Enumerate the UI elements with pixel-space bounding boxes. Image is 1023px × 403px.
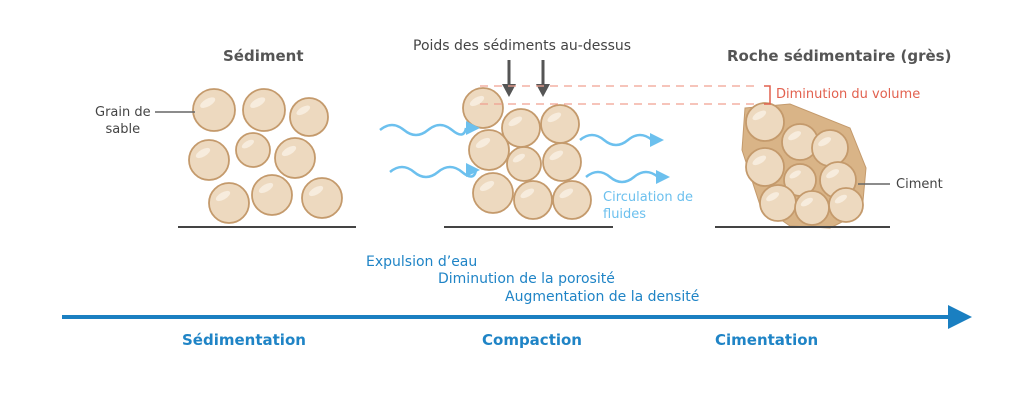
grain-highlight [296, 105, 311, 116]
stage-compaction: Compaction [482, 331, 582, 349]
sand-grain [468, 129, 510, 171]
sand-grain [289, 97, 329, 137]
grain-highlight [469, 95, 485, 107]
sand-grain [251, 174, 293, 216]
sand-grain [745, 102, 785, 142]
grain-highlight [826, 169, 840, 179]
title-weight: Poids des sédiments au-dessus [413, 38, 632, 54]
sand-grain [542, 142, 582, 182]
sand-grain [235, 132, 271, 168]
grain-highlight [241, 139, 254, 149]
grain-highlight [752, 110, 767, 121]
grain-highlight [215, 190, 231, 202]
grain-highlight [508, 116, 523, 127]
effect-1: Expulsion d’eau [366, 254, 478, 270]
title-rock: Roche sédimentaire (grès) [727, 47, 952, 65]
sand-grain [301, 177, 343, 219]
down-arrow-icon [502, 60, 550, 97]
sand-grain [188, 139, 230, 181]
grain-highlight [281, 145, 297, 157]
sand-grain [506, 146, 542, 182]
grain-highlight [250, 97, 266, 108]
grain-highlight [789, 170, 801, 179]
sand-grain [513, 180, 553, 220]
grain-highlight [520, 188, 535, 199]
grain-highlight [547, 112, 562, 123]
volume-bracket-icon [764, 85, 771, 105]
cement-label: Ciment [896, 177, 943, 192]
grain-highlight [195, 147, 211, 159]
sand-grain [472, 172, 514, 214]
arrow-head-icon [948, 305, 972, 329]
sand-grain [192, 88, 236, 132]
sand-grain [462, 87, 504, 129]
grain-highlight [834, 194, 847, 204]
grain-highlight [559, 188, 574, 199]
grain-highlight [475, 137, 491, 149]
sand-grain [745, 147, 785, 187]
grain-highlight [200, 97, 216, 108]
sand-grain [208, 182, 250, 224]
grain-label: Grain de sable [95, 105, 151, 137]
title-sediment: Sédiment [223, 47, 304, 65]
grain-highlight [308, 185, 324, 197]
grain-highlight [766, 192, 780, 202]
grain-highlight [818, 137, 832, 147]
stage-cementation: Cimentation [715, 331, 819, 349]
sand-grain [794, 190, 830, 226]
sand-grain [552, 180, 592, 220]
grain-highlight [788, 131, 802, 141]
effect-2: Diminution de la porosité [438, 271, 615, 287]
grain-highlight [479, 180, 495, 192]
volume-label: Diminution du volume [776, 87, 921, 102]
sand-grain [811, 129, 849, 167]
grain-highlight [512, 153, 525, 163]
fluid-arrowhead-icon [466, 121, 670, 184]
effect-3: Augmentation de la densité [505, 289, 700, 305]
sand-grain [828, 187, 864, 223]
fluids-label: Circulation de fluides [603, 190, 693, 222]
volume-dashed-lines [480, 85, 760, 105]
grain-highlight [549, 150, 564, 161]
sand-grain [540, 104, 580, 144]
grain-highlight [258, 182, 274, 194]
sand-grain [274, 137, 316, 179]
stage-sedimentation: Sédimentation [182, 331, 306, 349]
sand-grain [759, 184, 797, 222]
sand-grain [242, 88, 286, 132]
grain-highlight [752, 155, 767, 166]
grain-highlight [800, 197, 813, 207]
